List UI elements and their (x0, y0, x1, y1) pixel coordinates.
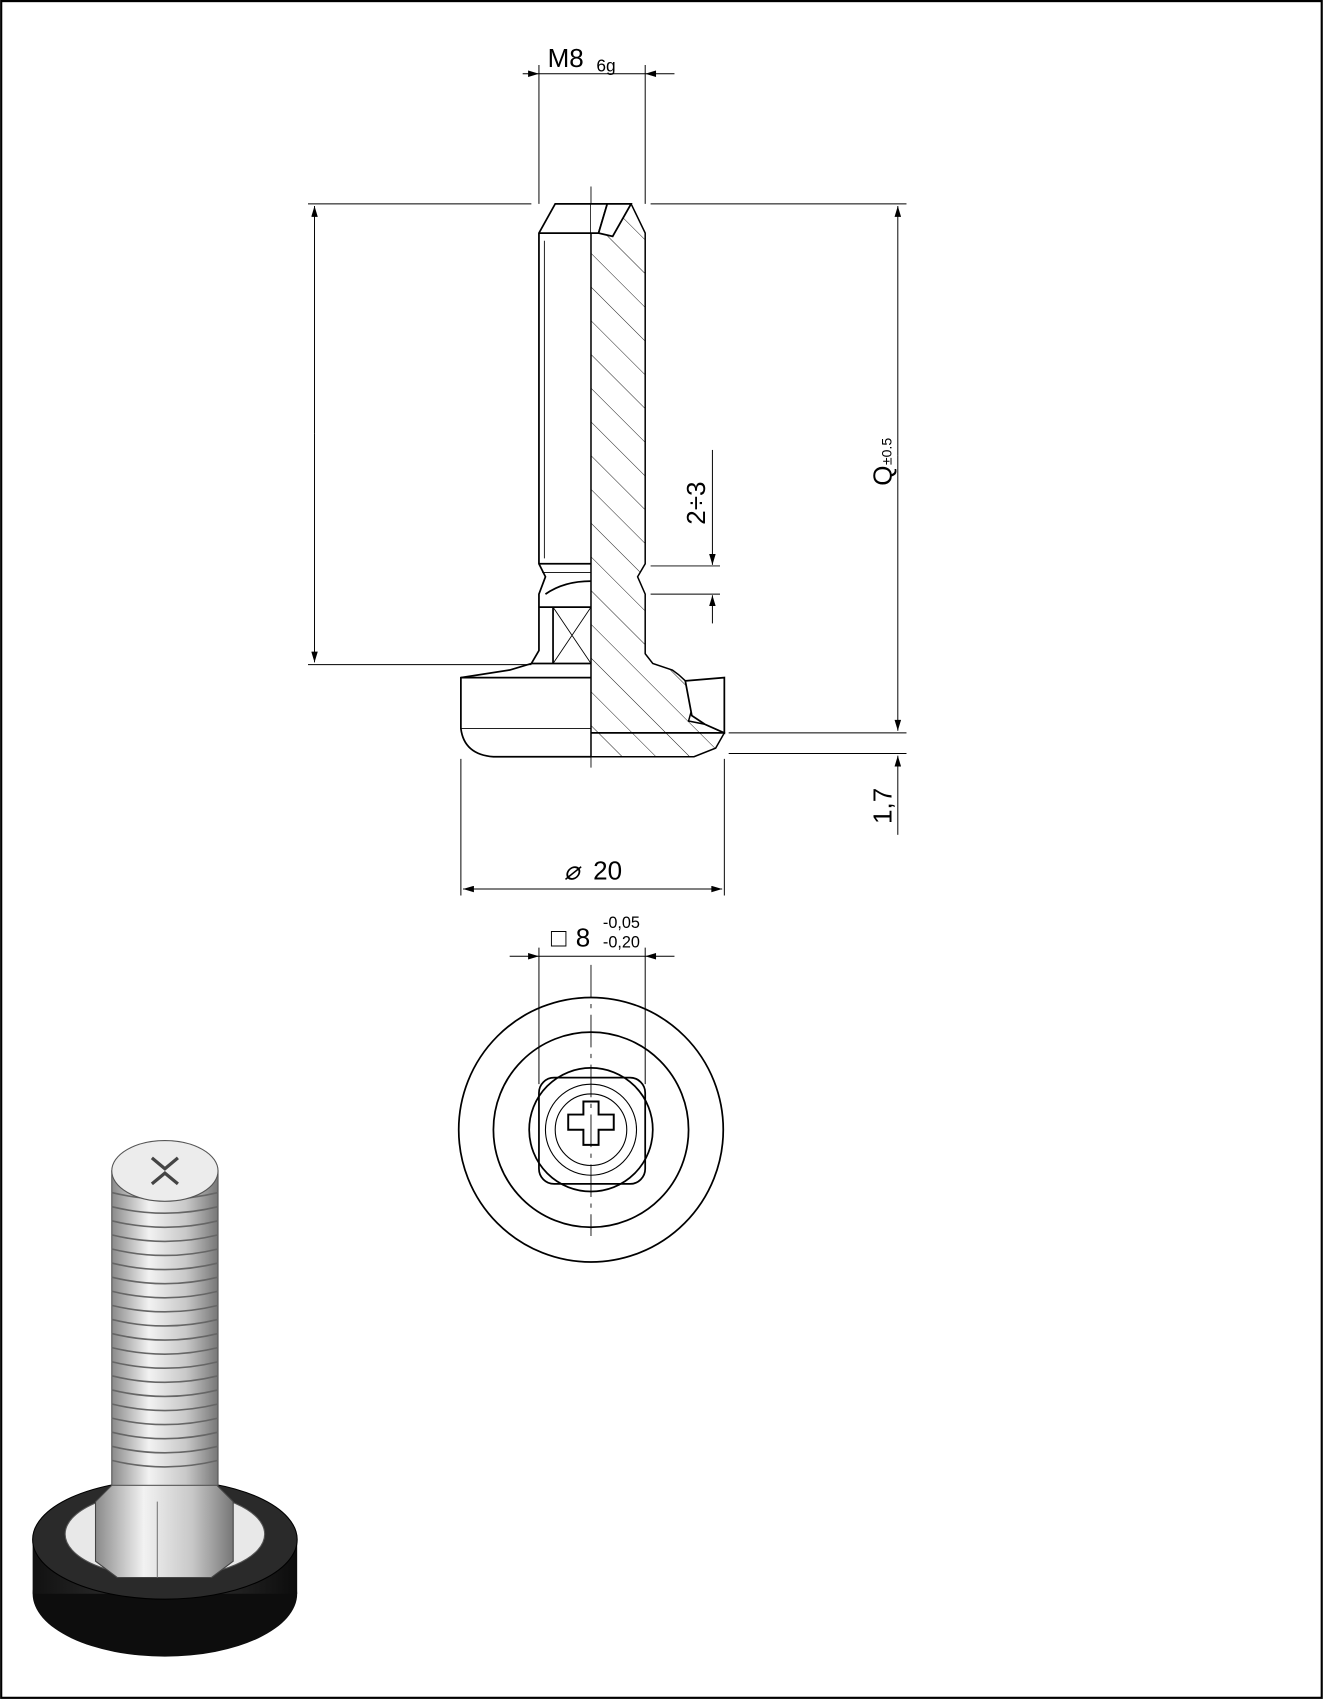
thread-ridge (111, 1417, 219, 1426)
thread-ridge (111, 1290, 219, 1299)
thread-ridge (111, 1220, 219, 1229)
thread-tolerance-label: 6g (596, 56, 615, 76)
thread-ridge (111, 1445, 219, 1454)
thread-ridge (111, 1403, 219, 1412)
thread-ridge (111, 1360, 219, 1369)
thread-ridge (111, 1346, 219, 1355)
square-symbol: □ (551, 922, 567, 952)
thread-ridge (111, 1318, 219, 1327)
square-lower-tolerance: -0,20 (603, 934, 640, 952)
height-q-label: Q (867, 465, 897, 485)
thread-ridge (111, 1389, 219, 1398)
pad-thickness-label: 1,7 (867, 788, 897, 824)
top-view (457, 964, 725, 1263)
cross-recess-icon (567, 1100, 615, 1146)
thread-ridge (111, 1459, 219, 1468)
dimension-lines (308, 65, 907, 1085)
height-q-tolerance: ±0.5 (878, 438, 894, 465)
side-section-view (460, 186, 726, 772)
square-upper-tolerance: -0,05 (603, 914, 640, 932)
exterior-outline (460, 202, 591, 758)
thread-ridge (111, 1375, 219, 1384)
thread-ridge (111, 1276, 219, 1285)
thread-ridge (111, 1332, 219, 1341)
drive-recess-icon (150, 1156, 179, 1186)
hatched-section (590, 203, 726, 758)
product-3d-render (32, 1140, 298, 1657)
diameter-symbol: ⌀ (564, 855, 582, 885)
diameter-label: 20 (593, 855, 622, 885)
thread-ridge (111, 1262, 219, 1271)
square-label: 8 (576, 922, 590, 952)
thread-ridge (111, 1234, 219, 1243)
neck-label: 2÷3 (681, 482, 711, 525)
thread-label: M8 (548, 43, 584, 73)
thread-ridge (111, 1304, 219, 1313)
thread-ridge (111, 1205, 219, 1214)
thread-ridge (111, 1431, 219, 1440)
thread-ridge (111, 1248, 219, 1257)
